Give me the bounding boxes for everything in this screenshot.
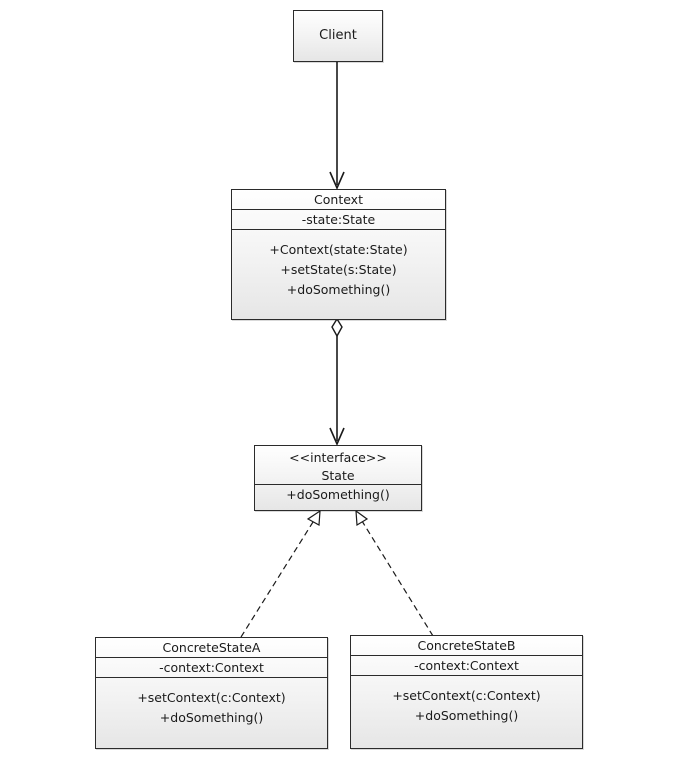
class-concretestateb-operations: +setContext(c:Context) +doSomething(): [351, 675, 582, 730]
association-client-context: [329, 62, 345, 190]
interface-state-name: State: [321, 467, 355, 483]
realization-concretestatea-state: [240, 509, 321, 638]
aggregation-context-state: [329, 317, 345, 446]
class-concretestatea-attribute: -context:Context: [159, 659, 264, 675]
class-client[interactable]: Client: [293, 10, 383, 62]
interface-state-operations: +doSomething(): [255, 484, 421, 507]
realization-concretestateb-state: [355, 509, 434, 637]
class-context-operations: +Context(state:State) +setState(s:State)…: [232, 229, 445, 304]
class-concretestatea-name: ConcreteStateA: [162, 640, 261, 655]
class-context-operation: +Context(state:State): [269, 242, 408, 258]
class-context-attribute: -state:State: [301, 211, 376, 227]
class-context-operation: +setState(s:State): [280, 262, 397, 278]
class-concretestateb-operation: +doSomething(): [414, 708, 519, 724]
class-concretestatea-operation: +setContext(c:Context): [137, 690, 286, 706]
interface-state-stereotype: <<interface>>: [289, 450, 387, 465]
interface-state-operation: +doSomething(): [286, 487, 390, 503]
class-concretestateb-operation: +setContext(c:Context): [392, 688, 541, 704]
class-concretestatea-operations: +setContext(c:Context) +doSomething(): [96, 677, 327, 732]
interface-state[interactable]: <<interface>> State +doSomething(): [254, 445, 422, 511]
class-concretestatea-attributes: -context:Context: [96, 656, 327, 678]
class-concretestateb-attributes: -context:Context: [351, 654, 582, 676]
class-context-attributes: -state:State: [232, 208, 445, 230]
class-concretestatea[interactable]: ConcreteStateA -context:Context +setCont…: [95, 637, 328, 749]
class-context-operation: +doSomething(): [286, 282, 391, 298]
class-context-name: Context: [314, 192, 363, 207]
class-client-name: Client: [319, 27, 357, 43]
class-concretestateb[interactable]: ConcreteStateB -context:Context +setCont…: [350, 635, 583, 749]
class-concretestateb-attribute: -context:Context: [414, 657, 519, 673]
class-concretestateb-name: ConcreteStateB: [417, 638, 516, 653]
class-concretestatea-operation: +doSomething(): [159, 710, 264, 726]
class-context[interactable]: Context -state:State +Context(state:Stat…: [231, 189, 446, 320]
